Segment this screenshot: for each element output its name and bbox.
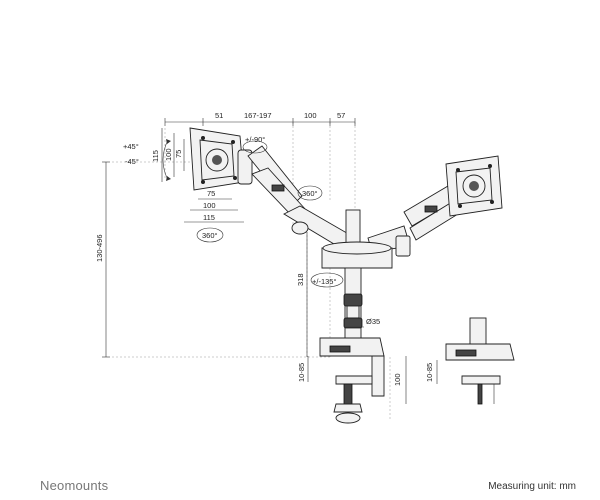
desk-clamp bbox=[319, 337, 385, 424]
dim-h75: 75 bbox=[174, 150, 183, 158]
dim-tilt-down: -45° bbox=[125, 157, 139, 166]
dim-w115: 115 bbox=[203, 213, 215, 222]
height-dimension bbox=[102, 161, 308, 358]
brand-logo: Neomounts bbox=[40, 478, 109, 493]
left-vesa-plate bbox=[189, 127, 245, 191]
dim-height-range: 130-496 bbox=[95, 234, 104, 262]
dim-clamp-100: 100 bbox=[393, 373, 402, 386]
dim-tilt-up: +45° bbox=[123, 142, 139, 151]
dim-pole-diameter: Ø35 bbox=[366, 317, 380, 326]
dim-h318: 318 bbox=[296, 273, 305, 286]
dim-rot-360-plate: 360° bbox=[202, 231, 218, 240]
rotate-135-arc bbox=[310, 272, 344, 288]
top-dimension-line bbox=[164, 118, 356, 126]
dim-h115: 115 bbox=[151, 150, 160, 162]
dim-57: 57 bbox=[337, 111, 345, 120]
rotate-360-arm-arc bbox=[297, 185, 323, 201]
alt-clamp bbox=[445, 317, 515, 405]
dim-w100: 100 bbox=[203, 201, 216, 210]
dim-rot-135: +/-135° bbox=[312, 277, 336, 286]
plate-horizontal-dims bbox=[184, 198, 244, 223]
plate-vertical-dims bbox=[161, 128, 185, 182]
left-arm bbox=[237, 145, 353, 251]
dim-rot-360-arm: 360° bbox=[302, 189, 318, 198]
dim-51: 51 bbox=[215, 111, 223, 120]
dim-rot-90: +/-90° bbox=[245, 135, 265, 144]
dim-100-top: 100 bbox=[304, 111, 317, 120]
dim-h100: 100 bbox=[164, 148, 173, 161]
measuring-unit: Measuring unit: mm bbox=[488, 481, 576, 492]
dim-167-197: 167-197 bbox=[244, 111, 272, 120]
rotate-360-plate-arc bbox=[196, 227, 224, 243]
dim-clamp-right-10-85: 10-85 bbox=[425, 363, 434, 382]
tilt-indicator bbox=[162, 139, 171, 181]
pole-assembly bbox=[321, 209, 393, 339]
dim-w75: 75 bbox=[207, 189, 215, 198]
dim-clamp-10-85: 10-85 bbox=[297, 363, 306, 382]
right-vesa-plate bbox=[445, 155, 503, 217]
rotate-90-arc bbox=[242, 140, 268, 154]
